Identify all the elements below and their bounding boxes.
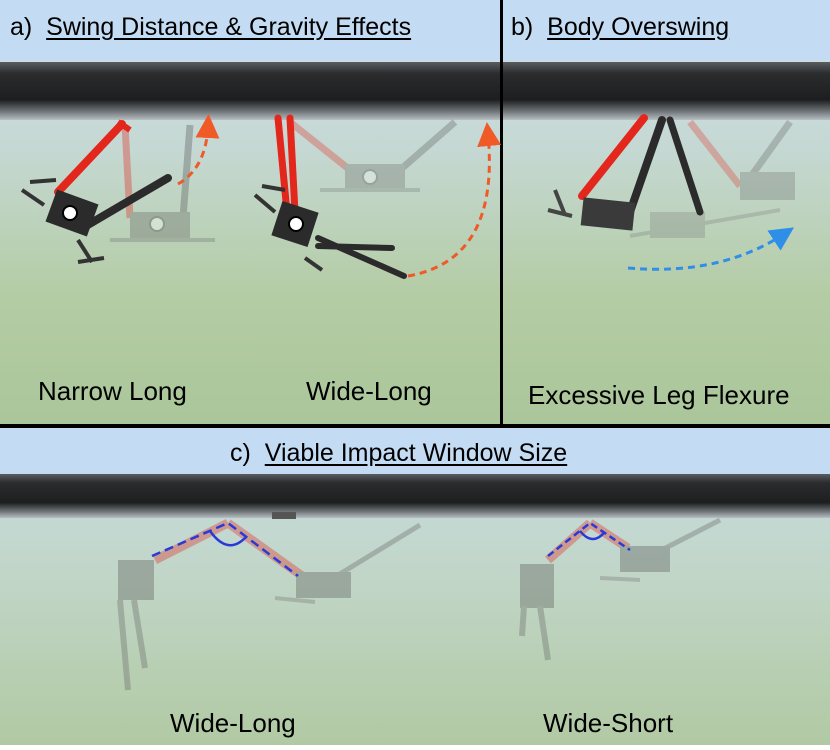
robot-overswing-ghost bbox=[629, 119, 795, 238]
gripper-wide bbox=[253, 184, 324, 272]
robot-narrow-long bbox=[20, 114, 220, 264]
leg-red-b bbox=[286, 114, 299, 216]
impact-angle-arc bbox=[208, 530, 247, 547]
panel-b-title: b) Body Overswing bbox=[511, 12, 729, 42]
leg-red-a bbox=[274, 114, 291, 216]
panel-c-title-text: Viable Impact Window Size bbox=[264, 439, 568, 467]
panel-b-title-text: Body Overswing bbox=[547, 13, 730, 41]
robot-wide-long-ghost bbox=[287, 119, 458, 192]
rail-panel-b bbox=[503, 62, 830, 120]
leg-dark-b bbox=[666, 116, 704, 216]
robot-impact-wide-short bbox=[519, 517, 722, 661]
leg-red-tip bbox=[116, 119, 132, 133]
panel-a-title-text: Swing Distance & Gravity Effects bbox=[46, 13, 412, 41]
rail-clip bbox=[272, 512, 296, 519]
swing-arrow-narrow bbox=[177, 114, 220, 186]
robot-wide-long bbox=[253, 114, 502, 279]
robot-impact-wide-long bbox=[117, 518, 422, 691]
center-of-mass bbox=[62, 205, 78, 221]
robot-narrow-long-ghost bbox=[110, 124, 215, 242]
panel-c-title: c) Viable Impact Window Size bbox=[230, 438, 567, 468]
robot-impact-wide-long-ghost bbox=[117, 518, 422, 691]
leg-red bbox=[578, 114, 648, 200]
panel-a-title: a) Swing Distance & Gravity Effects bbox=[10, 12, 411, 42]
vertical-divider bbox=[500, 0, 503, 424]
panel-a-letter: a) bbox=[10, 13, 33, 41]
panel-b-letter: b) bbox=[511, 13, 534, 41]
robot-overswing bbox=[547, 114, 795, 271]
caption-wide-long-c: Wide-Long bbox=[170, 708, 296, 738]
caption-excessive-leg-flexure: Excessive Leg Flexure bbox=[528, 380, 790, 410]
panel-b-title-band bbox=[503, 0, 830, 60]
rail-panel-a bbox=[0, 62, 500, 120]
caption-wide-long-a: Wide-Long bbox=[306, 376, 432, 406]
body bbox=[580, 197, 636, 231]
overswing-arrow bbox=[627, 227, 795, 271]
leg-dark-a bbox=[626, 116, 666, 216]
panel-c-title-band bbox=[0, 428, 830, 474]
impact-window-lines bbox=[547, 521, 631, 557]
impact-window-lines bbox=[151, 521, 299, 577]
gripper bbox=[547, 189, 573, 218]
leg-dark bbox=[82, 174, 172, 230]
panel-a-title-band bbox=[0, 0, 501, 60]
gripper-left bbox=[20, 178, 105, 264]
impact-angle-arc bbox=[579, 530, 605, 541]
leg-red bbox=[54, 120, 126, 196]
caption-narrow-long: Narrow Long bbox=[38, 376, 187, 406]
center-of-mass bbox=[288, 216, 304, 232]
leg-dark-b bbox=[315, 243, 395, 251]
horizontal-divider bbox=[0, 424, 830, 428]
panel-c-letter: c) bbox=[230, 439, 251, 467]
caption-wide-short: Wide-Short bbox=[543, 708, 674, 738]
rail-panel-c bbox=[0, 474, 830, 518]
